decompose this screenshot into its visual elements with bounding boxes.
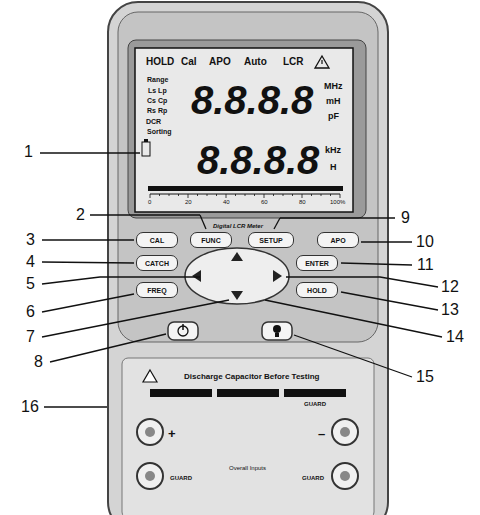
scale-number: 80: [299, 199, 306, 205]
scale-tick: [235, 194, 236, 196]
scale-tick: [311, 194, 312, 196]
callout-number: 1: [24, 144, 33, 160]
lcd-annunciator: Sorting: [147, 128, 172, 135]
button-label: FUNC: [201, 237, 220, 244]
callout-number: 8: [34, 354, 43, 370]
lcd-unit: H: [330, 163, 337, 172]
callout-number: 12: [441, 279, 459, 295]
lcd-annunciator: Cs Cp: [147, 97, 167, 104]
callout-number: 16: [21, 399, 39, 415]
scale-tick: [273, 194, 274, 196]
terminal-note: Overall Inputs: [229, 465, 266, 471]
lcd-unit: kHz: [325, 146, 341, 155]
button-label: ENTER: [305, 260, 329, 267]
scale-tick: [188, 194, 189, 198]
scale-tick: [245, 194, 246, 196]
scale-tick: [321, 194, 322, 196]
callout-number: 4: [26, 254, 35, 270]
scale-number: 0: [148, 199, 151, 205]
lcd-digits: 8.8.8.8: [191, 80, 313, 120]
scale-tick: [264, 194, 265, 198]
callout-number: 11: [417, 257, 434, 273]
callout-number: 14: [446, 329, 464, 345]
button-label: CATCH: [145, 260, 169, 267]
terminal-label: GUARD: [304, 401, 326, 407]
callout-number: 15: [416, 369, 434, 385]
terminal-label: +: [168, 427, 176, 440]
terminal-label: GUARD: [170, 475, 192, 481]
meter-button: ENTER: [296, 255, 338, 271]
scale-tick: [283, 194, 284, 196]
model-name: Digital LCR Meter: [213, 223, 263, 229]
lcd-annunciator: Cal: [181, 57, 197, 67]
scale-number: 20: [185, 199, 192, 205]
callout-number: 7: [26, 329, 35, 345]
meter-button: APO: [317, 232, 359, 248]
scale-tick: [178, 194, 179, 196]
callout-number: 10: [416, 234, 434, 250]
meter-button: CATCH: [136, 255, 178, 271]
callout-number: 5: [26, 276, 35, 292]
meter-button: SETUP: [248, 232, 294, 248]
scale-tick: [169, 194, 170, 196]
scale-tick: [207, 194, 208, 196]
meter-button: HOLD: [296, 282, 338, 298]
lcd-annunciator: LCR: [283, 57, 304, 67]
lcd-unit: pF: [328, 112, 339, 121]
scale-tick: [216, 194, 217, 196]
button-label: APO: [330, 237, 345, 244]
lcd-annunciator: Rs Rp: [147, 107, 167, 114]
scale-tick: [330, 194, 331, 196]
button-label: HOLD: [307, 287, 327, 294]
callout-number: 2: [76, 207, 85, 223]
lcd-annunciator: DCR: [146, 118, 161, 125]
scale-tick: [302, 194, 303, 198]
callout-number: 6: [26, 304, 35, 320]
scale-tick: [254, 194, 255, 196]
scale-tick: [226, 194, 227, 198]
warning-text: Discharge Capacitor Before Testing: [184, 373, 319, 381]
meter-button: FUNC: [190, 232, 232, 248]
lcd-annunciator: Auto: [244, 57, 267, 67]
scale-number: 40: [223, 199, 230, 205]
lcd-annunciator: APO: [209, 57, 231, 67]
callout-number: 13: [441, 302, 459, 318]
callout-number: 3: [26, 232, 35, 248]
scale-number: 60: [261, 199, 268, 205]
lcd-digits: 8.8.8.8: [197, 140, 319, 180]
lcd-annunciator: Ls Lp: [148, 87, 167, 94]
callout-number: 9: [401, 210, 410, 226]
scale-tick: [292, 194, 293, 196]
lcd-unit: MHz: [324, 82, 343, 91]
button-label: SETUP: [259, 237, 282, 244]
scale-number: 100%: [330, 199, 345, 205]
scale-tick: [340, 194, 341, 198]
meter-button: CAL: [136, 232, 178, 248]
lcd-unit: mH: [326, 97, 341, 106]
scale-tick: [197, 194, 198, 196]
meter-button: FREQ: [136, 282, 178, 298]
scale-tick: [159, 194, 160, 196]
terminal-label: –: [318, 427, 325, 440]
button-label: FREQ: [147, 287, 166, 294]
scale-tick: [150, 194, 151, 198]
lcd-annunciator: Range: [147, 76, 168, 83]
terminal-label: GUARD: [302, 475, 324, 481]
lcd-annunciator: HOLD: [146, 57, 174, 67]
button-label: CAL: [150, 237, 164, 244]
